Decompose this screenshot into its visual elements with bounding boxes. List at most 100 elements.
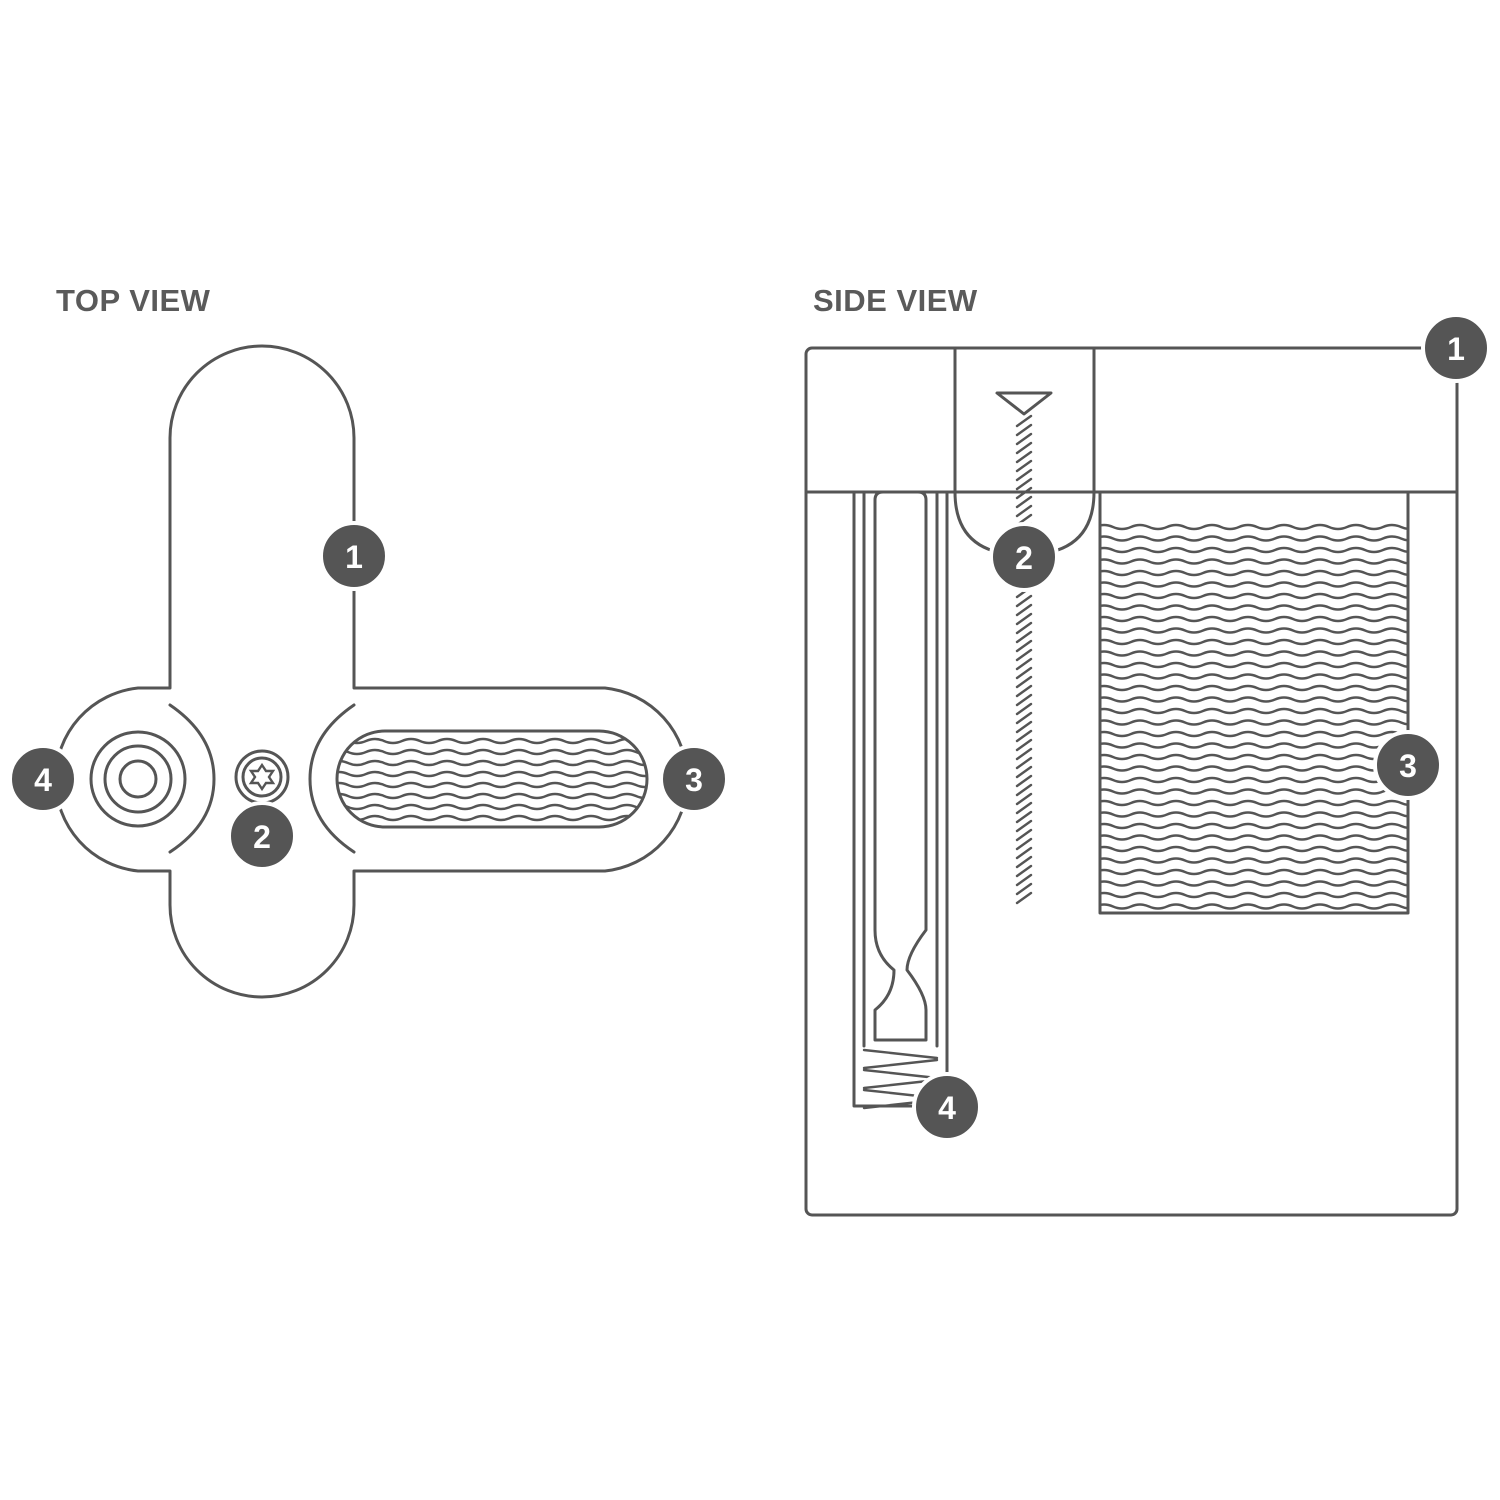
top-callout-2: 2 xyxy=(227,801,297,871)
wave-line xyxy=(337,748,647,756)
thread-line xyxy=(1015,450,1033,464)
wave-line xyxy=(1100,868,1408,876)
side-callout-4-label: 4 xyxy=(938,1090,956,1126)
wave-line xyxy=(1100,788,1408,795)
top-bearing-circles xyxy=(89,730,187,828)
wave-line xyxy=(1100,857,1408,864)
thread-line xyxy=(1015,504,1033,518)
thread-line xyxy=(1015,792,1033,806)
wave-line xyxy=(1100,581,1408,588)
spring-coil xyxy=(862,1048,939,1060)
thread-line xyxy=(1015,630,1033,644)
top-callout-4: 4 xyxy=(8,744,78,814)
thread-line xyxy=(1015,765,1033,779)
side-callout-2: 2 xyxy=(989,522,1059,592)
wave-line xyxy=(1100,638,1408,646)
thread-line xyxy=(1015,468,1033,482)
wave-line xyxy=(1100,546,1408,554)
side-callout-2-label: 2 xyxy=(1015,540,1033,576)
thread-line xyxy=(1015,594,1033,608)
wave-line xyxy=(1100,707,1408,715)
thread-line xyxy=(1015,666,1033,680)
thread-line xyxy=(1015,873,1033,887)
wave-line xyxy=(1100,661,1408,669)
wave-line xyxy=(1100,903,1408,910)
wave-line xyxy=(1100,592,1408,600)
thread-line xyxy=(1015,621,1033,635)
top-callout-3-label: 3 xyxy=(685,762,703,798)
top-callout-4-label: 4 xyxy=(34,762,52,798)
wave-line xyxy=(337,792,647,800)
wave-line xyxy=(1100,730,1408,738)
wave-line xyxy=(337,781,647,789)
top-body-outline xyxy=(54,344,689,999)
thread-line xyxy=(1015,774,1033,788)
thread-line xyxy=(1015,657,1033,671)
thread-line xyxy=(1015,639,1033,653)
wave-line xyxy=(1100,627,1408,634)
thread-line xyxy=(1015,477,1033,491)
thread-line xyxy=(1015,819,1033,833)
side-plunger-pin xyxy=(862,490,939,1048)
top-inner-curve-left xyxy=(168,703,216,854)
wave-line xyxy=(1100,822,1408,830)
thread-line xyxy=(1015,738,1033,752)
spring-coil xyxy=(862,1068,939,1080)
wave-line xyxy=(1100,684,1408,692)
wave-line xyxy=(1100,650,1408,657)
thread-line xyxy=(1015,855,1033,869)
wave-line xyxy=(1100,753,1408,761)
wave-line xyxy=(1100,799,1408,807)
wave-line xyxy=(337,737,647,745)
thread-line xyxy=(1015,729,1033,743)
thread-line xyxy=(1015,846,1033,860)
thread-line xyxy=(1015,864,1033,878)
thread-line xyxy=(1015,432,1033,446)
wave-line xyxy=(1100,811,1408,818)
thread-line xyxy=(1015,882,1033,896)
spring-coil xyxy=(862,1058,939,1070)
top-view: TOP VIEW 1 2 xyxy=(8,283,729,999)
top-friction-pad xyxy=(335,729,649,829)
thread-line xyxy=(1015,711,1033,725)
wave-line xyxy=(1100,891,1408,899)
wave-line xyxy=(1100,673,1408,680)
torx-star-icon xyxy=(248,762,276,792)
top-callout-1-label: 1 xyxy=(345,539,363,575)
wave-line xyxy=(1100,880,1408,887)
thread-line xyxy=(1015,459,1033,473)
thread-line xyxy=(1015,702,1033,716)
thread-line xyxy=(1015,783,1033,797)
side-pad-waves xyxy=(1100,523,1408,910)
thread-line xyxy=(1015,837,1033,851)
side-screw-head xyxy=(995,391,1053,416)
top-pad-waves xyxy=(337,737,647,822)
side-callout-4: 4 xyxy=(912,1072,982,1142)
wave-line xyxy=(1100,776,1408,784)
thread-line xyxy=(1015,612,1033,626)
wave-line xyxy=(1100,558,1408,565)
thread-line xyxy=(1015,810,1033,824)
thread-line xyxy=(1015,891,1033,905)
side-callout-3: 3 xyxy=(1373,730,1443,800)
wave-line xyxy=(337,759,647,767)
wave-line xyxy=(1100,845,1408,853)
thread-line xyxy=(1015,486,1033,500)
thread-line xyxy=(1015,720,1033,734)
side-housing-outline xyxy=(804,346,1459,1217)
side-callout-1: 1 xyxy=(1421,313,1491,383)
wave-line xyxy=(1100,535,1408,542)
thread-line xyxy=(1015,423,1033,437)
thread-line xyxy=(1015,495,1033,509)
side-view: SIDE VIEW 1 2 xyxy=(804,283,1491,1217)
side-plunger-bore xyxy=(852,490,949,1108)
thread-line xyxy=(1015,828,1033,842)
thread-line xyxy=(1015,603,1033,617)
wave-line xyxy=(337,814,647,822)
thread-line xyxy=(1015,648,1033,662)
top-callout-3: 3 xyxy=(659,744,729,814)
wave-line xyxy=(1100,742,1408,749)
top-callout-2-label: 2 xyxy=(253,819,271,855)
wave-line xyxy=(337,770,647,778)
wave-line xyxy=(1100,696,1408,703)
